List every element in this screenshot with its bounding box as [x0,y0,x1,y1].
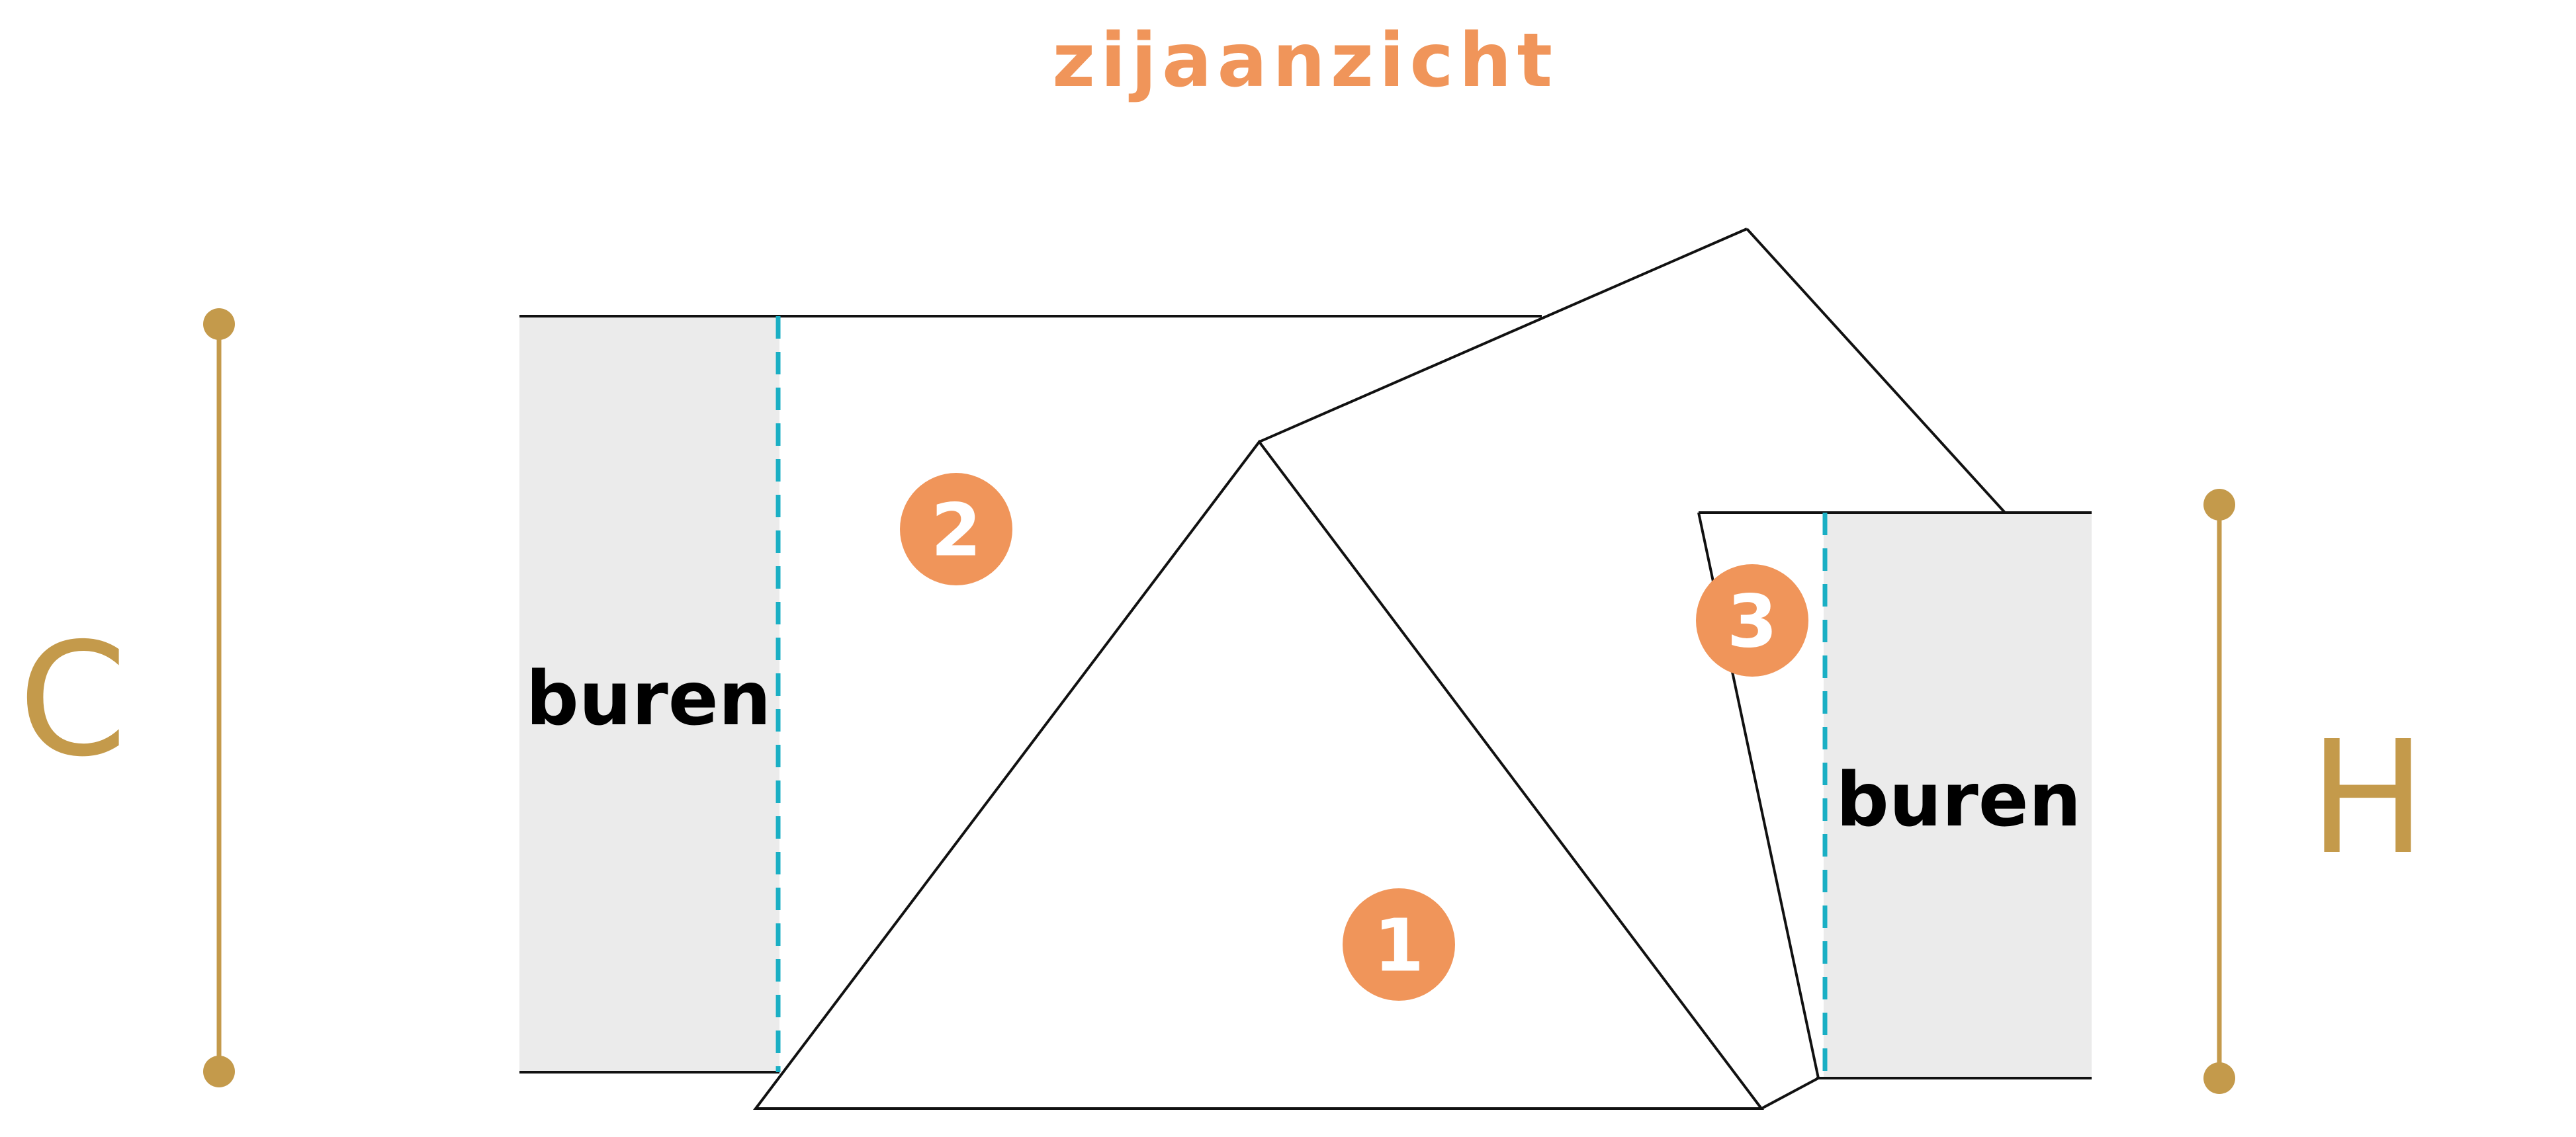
marker-badge-1: 1 [1343,888,1455,1001]
right-dimension-label: H [2309,707,2426,889]
diagram-title: zijaanzicht [1052,18,1558,104]
marker-circle [1343,888,1455,1001]
left-neighbor-block [519,316,779,1072]
marker-number: 1 [1374,904,1425,988]
marker-badge-3: 3 [1696,564,1808,677]
right-neighbor-block [1824,513,2092,1078]
left-dimension-top-dot [203,308,235,340]
left-neighbor-label: buren [526,656,772,742]
left-dimension-label: C [19,609,128,791]
right-dimension-top-dot [2203,489,2235,521]
right-neighbor-label: buren [1836,757,2082,843]
left-dimension-bottom-dot [203,1056,235,1087]
slanted-wall-foot-line [1761,1077,1819,1110]
right-dimension-bottom-dot [2203,1062,2235,1094]
marker-number: 3 [1727,579,1778,664]
marker-circle [900,473,1012,585]
marker-circle [1696,564,1808,677]
marker-badge-2: 2 [900,473,1012,585]
marker-number: 2 [931,488,982,573]
roof-right-slope-line [1746,228,2006,514]
roof-upper-ridge-line [1259,228,1748,443]
main-triangle-section [752,439,1765,1110]
